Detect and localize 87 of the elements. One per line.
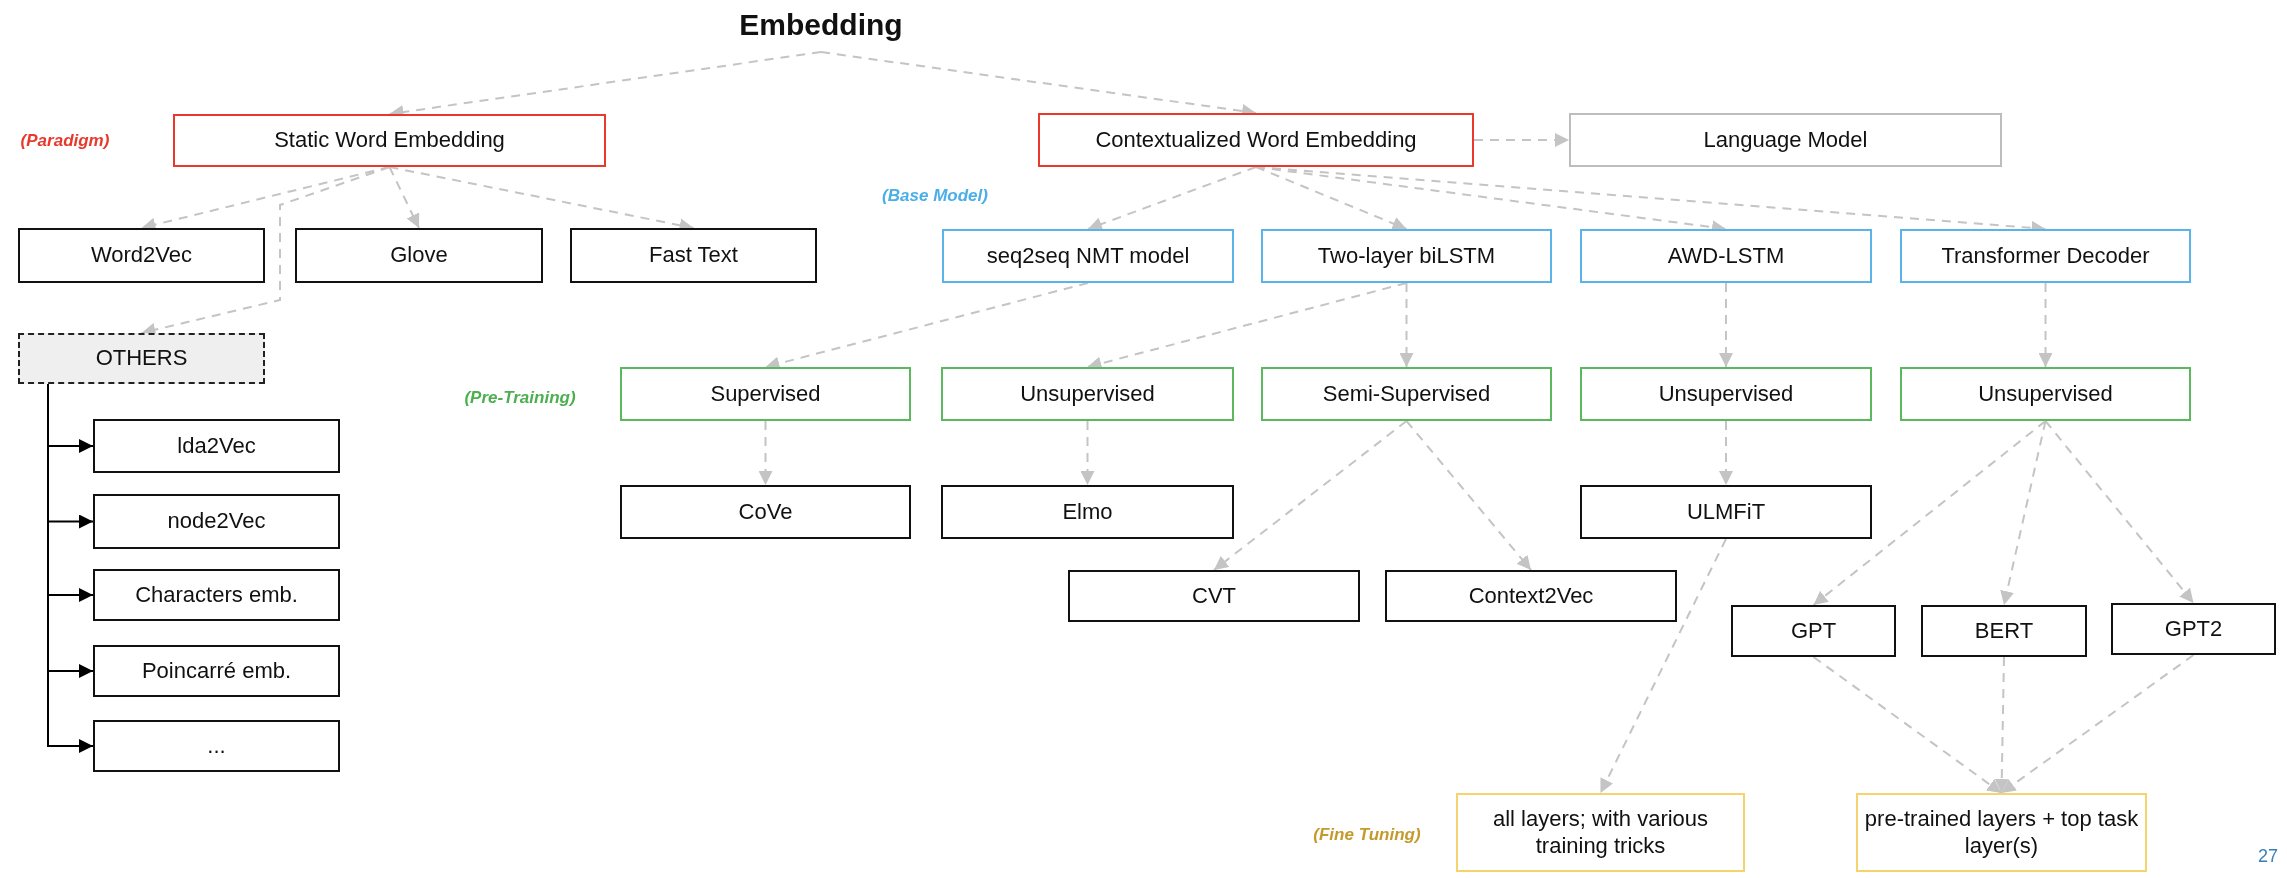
- node-label: GPT2: [2164, 615, 2223, 643]
- paradigm-box: [1038, 113, 1474, 167]
- method-box: [941, 485, 1234, 539]
- dashed-arrow: [758, 420, 773, 486]
- dashed-arrow: [2044, 420, 2195, 604]
- method-box: [1580, 485, 1872, 539]
- dashed-arrow: [1719, 420, 1733, 486]
- node-label: Unsupervised: [1020, 380, 1155, 408]
- node-label: Semi-Supervised: [1322, 380, 1491, 408]
- pre-training-box: [620, 367, 911, 421]
- base-model-box: [942, 229, 1234, 283]
- dashed-arrow: [1399, 282, 1414, 368]
- node-label: CVT: [1192, 582, 1236, 610]
- dashed-arrow: [1599, 538, 1727, 794]
- method-box: [1068, 570, 1360, 622]
- node-label: Transformer Decoder: [1941, 242, 2150, 270]
- node-label: Unsupervised: [1978, 380, 2113, 408]
- node-label: ...: [207, 732, 226, 760]
- fine-tuning-box: [1456, 793, 1745, 872]
- method-box: [18, 228, 265, 283]
- node-label: Fast Text: [649, 242, 738, 269]
- dashed-arrow: [1213, 420, 1408, 571]
- method-box: [93, 569, 340, 621]
- node-label: Poincarré emb.: [141, 657, 292, 685]
- dashed-arrow: [1994, 656, 2009, 794]
- stage-label: (Base Model): [882, 186, 988, 206]
- dashed-arrow: [1405, 420, 1532, 571]
- node-label: ULMFiT: [1686, 498, 1766, 526]
- method-box: [295, 228, 543, 283]
- node-label: node2Vec: [167, 508, 266, 535]
- dashed-arrow: [1812, 656, 2003, 794]
- base-model-box: [1261, 229, 1552, 283]
- dashed-arrow: [1473, 133, 1570, 147]
- node-label: Two-layer biLSTM: [1317, 242, 1496, 270]
- node-label: BERT: [1974, 617, 2034, 645]
- base-model-box: [1580, 229, 1872, 283]
- node-label: pre-trained layers + top task layer(s): [1863, 806, 2140, 859]
- node-label: OTHERS: [95, 345, 188, 372]
- node-label: CoVe: [738, 498, 793, 526]
- node-label: Language Model: [1703, 126, 1868, 154]
- dashed-arrow: [2000, 420, 2047, 606]
- dashed-arrow: [1087, 166, 1257, 231]
- method-box: [93, 419, 340, 473]
- method-box: [1385, 570, 1677, 622]
- node-label: Contextualized Word Embedding: [1095, 126, 1417, 154]
- method-box: [93, 720, 340, 772]
- method-box: [93, 494, 340, 549]
- pre-training-box: [1580, 367, 1872, 421]
- method-box: [1921, 605, 2087, 657]
- dashed-arrow: [1255, 166, 1408, 231]
- diagram-heading: Embedding: [739, 7, 903, 43]
- node-label: Elmo: [1062, 498, 1113, 526]
- dashed-arrow: [1719, 282, 1733, 368]
- pre-training-box: [941, 367, 1234, 421]
- base-model-box: [1900, 229, 2191, 283]
- fine-tuning-box: [1856, 793, 2147, 872]
- dashed-arrow: [388, 166, 420, 229]
- node-label: lda2Vec: [177, 432, 256, 460]
- node-label: Characters emb.: [135, 581, 298, 609]
- paradigm-box: [173, 114, 606, 167]
- pre-training-box: [1261, 367, 1552, 421]
- method-box: [1731, 605, 1896, 657]
- node-label: Glove: [390, 242, 448, 269]
- dashed-arrow: [2038, 282, 2053, 368]
- page-number: 27: [2258, 845, 2278, 867]
- method-box: [2111, 603, 2276, 655]
- node-label: Static Word Embedding: [274, 127, 505, 154]
- node-label: Unsupervised: [1658, 380, 1794, 408]
- stage-label: (Pre-Training): [464, 388, 576, 408]
- dashed-arrow: [1080, 420, 1095, 486]
- node-label: AWD-LSTM: [1667, 242, 1785, 270]
- node-label: seq2seq NMT model: [986, 242, 1190, 270]
- node-label: all layers; with various training tricks: [1491, 806, 1710, 859]
- dashed-arrow: [1812, 420, 2047, 606]
- stage-label: (Paradigm): [20, 131, 110, 151]
- pre-training-box: [1900, 367, 2191, 421]
- stage-label: (Fine Tuning): [1313, 825, 1421, 845]
- method-box: [570, 228, 817, 283]
- node-label: GPT: [1790, 617, 1837, 645]
- dashed-arrow: [2000, 654, 2195, 794]
- model-box: [1569, 113, 2002, 167]
- method-box: [620, 485, 911, 539]
- group-box: [18, 333, 265, 384]
- node-label: Context2Vec: [1468, 582, 1594, 610]
- node-label: Supervised: [710, 380, 821, 408]
- node-label: Word2Vec: [90, 242, 193, 269]
- method-box: [93, 645, 340, 697]
